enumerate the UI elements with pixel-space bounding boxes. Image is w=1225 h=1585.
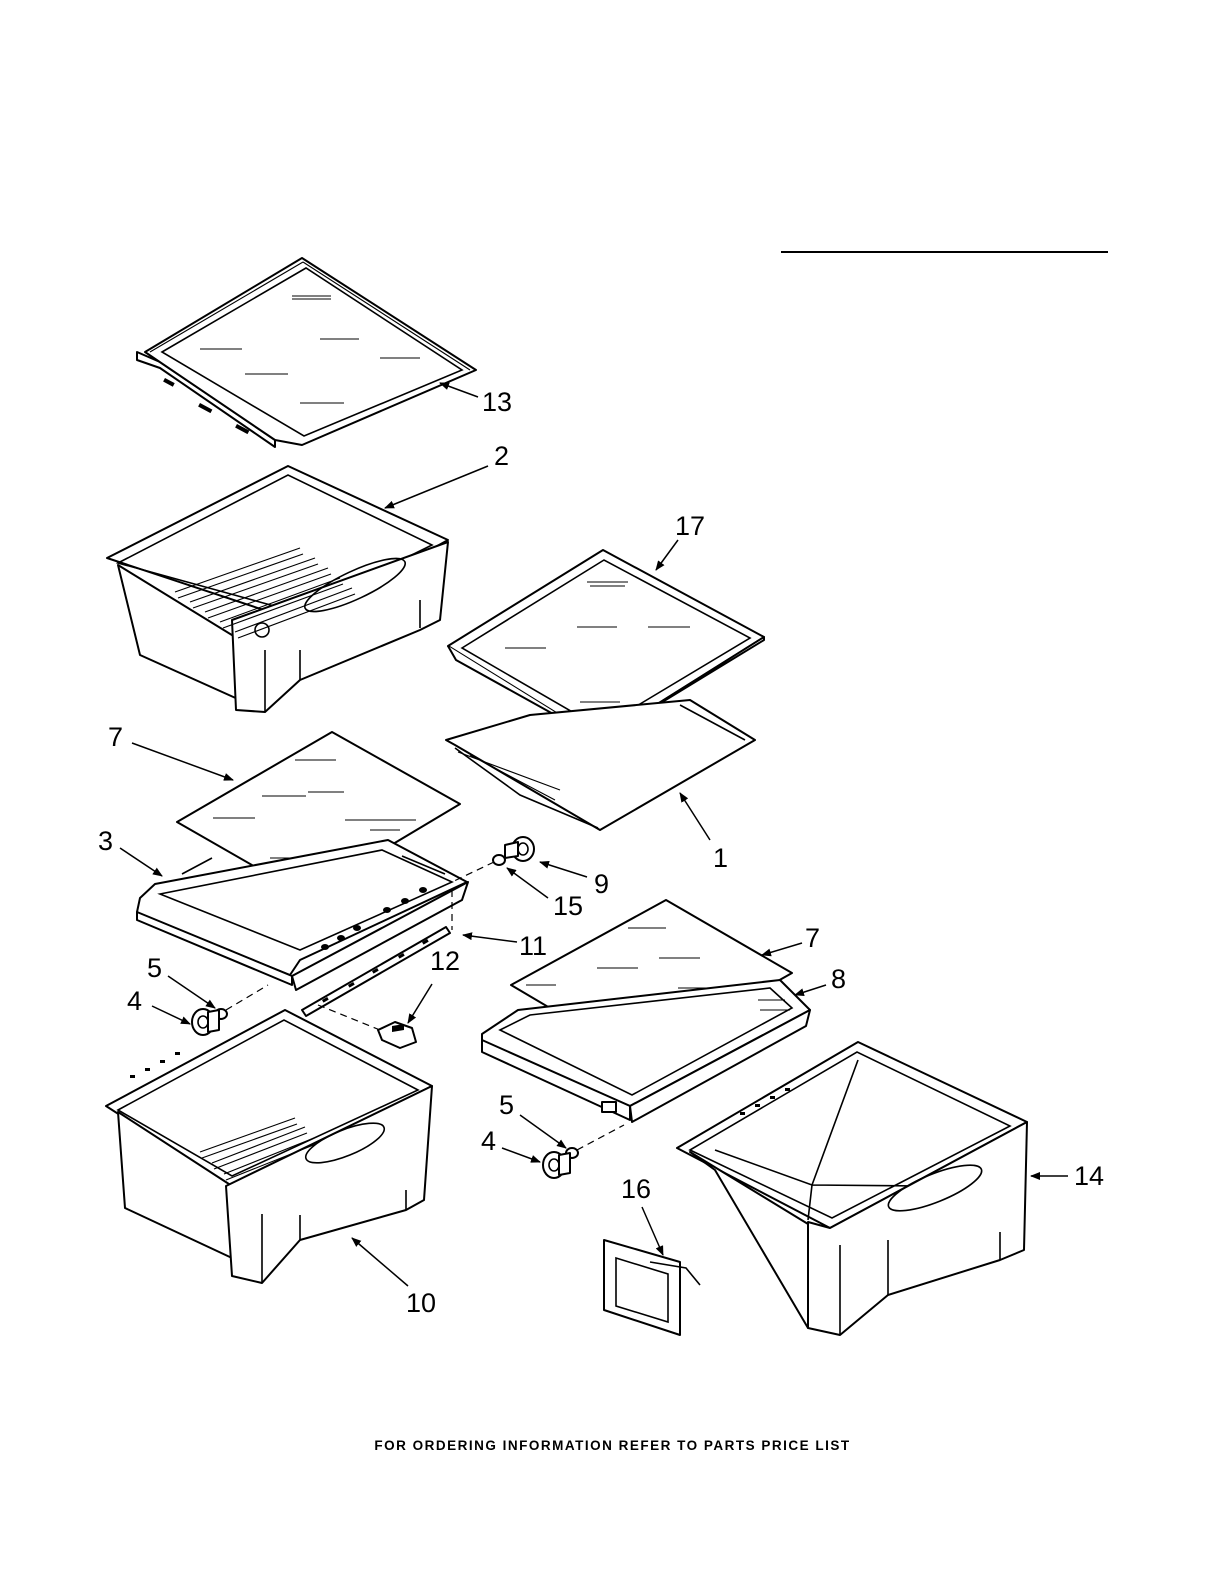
part-4-roller-right [543,1152,570,1178]
callout-14: 14 [1074,1161,1104,1191]
callout-1: 1 [713,843,728,873]
callout-12: 12 [430,946,460,976]
callout-7-left: 7 [108,722,123,752]
part-16-label [604,1240,700,1335]
callout-17: 17 [675,511,705,541]
part-3-cover-frame [137,840,468,990]
ordering-info-footer: FOR ORDERING INFORMATION REFER TO PARTS … [0,1438,1225,1453]
part-4-roller-left [192,1009,219,1035]
callout-2: 2 [494,441,509,471]
callout-13: 13 [482,387,512,417]
callout-9: 9 [594,869,609,899]
part-1-shelf-frame [446,700,755,830]
callout-5-left: 5 [147,953,162,983]
callout-7-right: 7 [805,923,820,953]
part-12-clip [378,1022,416,1048]
part-15-screw [493,855,505,865]
callout-8: 8 [831,964,846,994]
callout-10: 10 [406,1288,436,1318]
callout-15: 15 [553,891,583,921]
callout-4-right: 4 [481,1126,496,1156]
part-9-knob [505,837,534,861]
callout-5-right: 5 [499,1090,514,1120]
callout-3: 3 [98,826,113,856]
callout-4-left: 4 [127,986,142,1016]
callout-16: 16 [621,1174,651,1204]
part-13-cover-frame [137,258,476,447]
part-10-crisper-drawer [106,1010,432,1283]
part-14-crisper-drawer [677,1042,1027,1335]
callout-11: 11 [519,931,547,961]
